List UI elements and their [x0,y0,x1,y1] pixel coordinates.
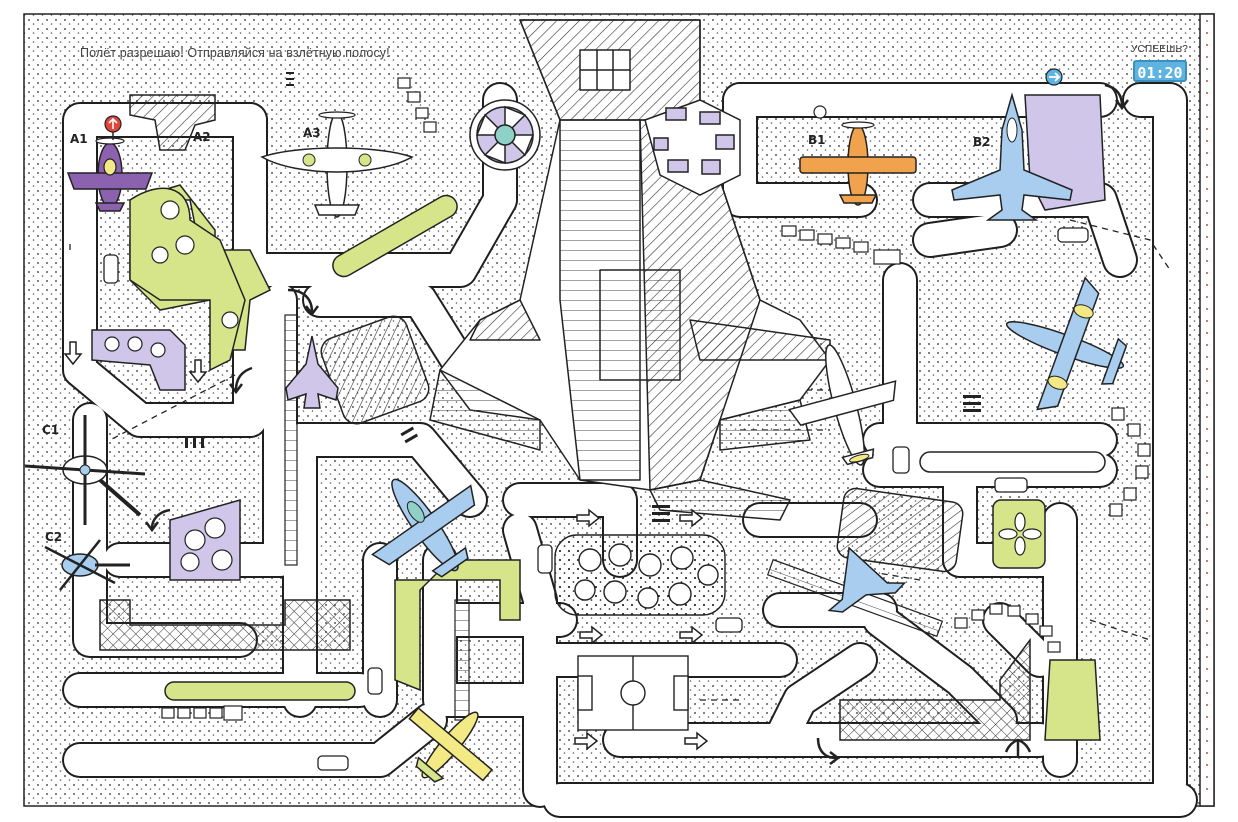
green-strip-e [919,451,1106,473]
helicopter-icon[interactable] [44,539,130,591]
airplane-icon[interactable] [260,111,414,218]
helicopter-icon[interactable] [24,415,146,525]
airplane-icon[interactable] [386,682,514,808]
gate-label-b1: B1 [808,133,826,147]
hatched-apron-right [839,637,1031,741]
timer-label: УСПЕЕШЬ? [1131,44,1188,55]
car-icon[interactable] [367,667,383,695]
gate-label-a2: A2 [193,130,211,144]
airplane-icon[interactable] [66,137,154,212]
runway-strip-a [454,599,470,721]
hatched-pad-a2 [129,94,216,151]
car-icon[interactable] [892,446,910,474]
terminal-building [429,19,831,521]
green-field-c [394,559,521,692]
gate-label-a3: A3 [303,126,321,140]
gate-label-c1: C1 [42,423,60,437]
airplane-icon[interactable] [983,258,1147,432]
pavilion [644,99,741,196]
direction-arrow-icon [63,341,709,751]
luggage-train [161,77,1151,721]
stop-sign-icon [104,115,122,140]
hatched-pad-right [836,487,964,573]
jet-icon[interactable] [285,335,339,409]
car-icon[interactable] [537,544,553,574]
gate-label-b2: B2 [973,135,991,149]
green-strip-d [164,681,356,701]
airplane-icon[interactable] [344,446,505,605]
green-field-a [128,184,272,372]
football-field [577,655,689,731]
crosswalk-marks [185,72,981,522]
airplane-icon[interactable] [799,121,917,206]
green-pad-f [992,499,1046,569]
curved-arrow-icon [145,83,1129,765]
car-icon[interactable] [1057,227,1089,243]
car-icon[interactable] [994,477,1028,493]
jet-icon[interactable] [951,92,1073,221]
runway-border [1199,13,1215,807]
car-icon[interactable] [317,755,349,771]
rotunda [469,99,541,171]
flower-pad [998,512,1042,556]
jet-icon[interactable] [811,534,907,616]
airplane-icon[interactable] [776,331,914,479]
runway-strip-c [284,314,298,566]
gate-label-a1: A1 [70,132,88,146]
stop-sign-icon [813,105,827,119]
instruction-text: Полёт разрешаю! Отправляйся на взлётную … [80,46,390,60]
round-tree-park [554,534,726,616]
hatched-apron-bottom [99,599,351,651]
green-pad-g [1044,659,1101,741]
arrow-right-sign-icon [1045,68,1063,86]
gate-label-c2: C2 [45,530,63,544]
countdown-timer: 01:20 [1133,60,1187,82]
car-icon[interactable] [715,617,743,633]
green-strip-b [332,194,458,278]
car-icon[interactable] [103,254,119,284]
